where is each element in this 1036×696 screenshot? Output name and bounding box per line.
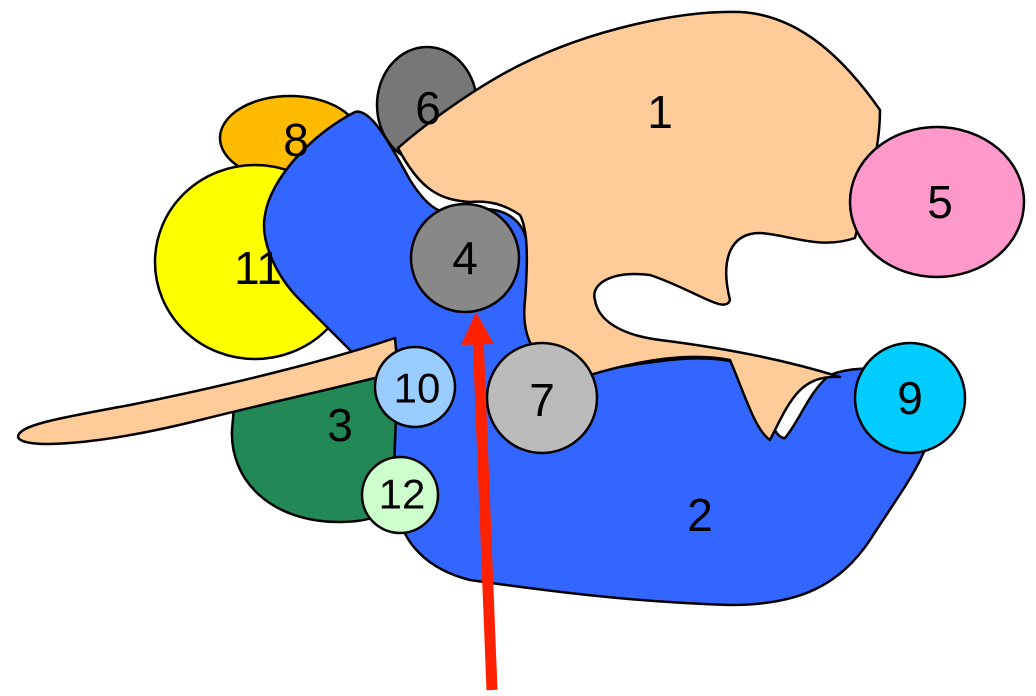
region-1-label: 1 [647,86,673,138]
region-5-label: 5 [927,176,953,228]
region-11-label: 11 [234,242,282,294]
region-12-label: 12 [379,471,426,518]
region-10-label: 10 [394,365,441,412]
region-8-label: 8 [283,114,309,166]
region-4-label: 4 [452,232,478,284]
region-6-label: 6 [415,82,441,134]
region-2-label: 2 [687,489,713,541]
region-3-label: 3 [327,399,353,451]
region-9-label: 9 [897,372,923,424]
region-7-label: 7 [529,374,555,426]
